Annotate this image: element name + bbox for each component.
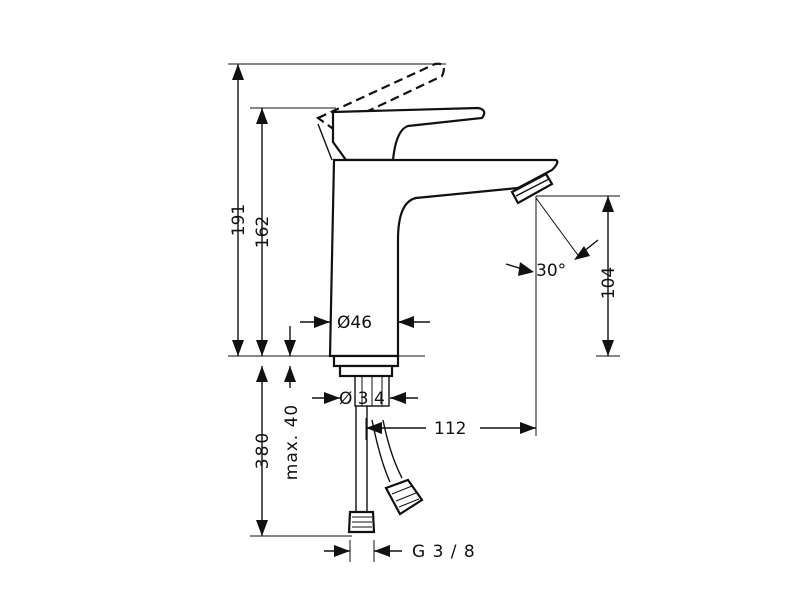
aerator-line [515, 178, 550, 197]
dim-380: 380 [253, 366, 273, 536]
label-30deg: 30° [536, 261, 566, 281]
lever-link [317, 123, 333, 161]
faucet-housing [328, 158, 559, 358]
lever [331, 106, 486, 162]
label-112: 112 [434, 419, 466, 439]
mounting-nut [338, 364, 394, 378]
hose-right-fitting [384, 478, 424, 516]
dim-104: 104 [599, 196, 619, 356]
hose-left [355, 406, 368, 512]
dim-dia34: Ø 3 4 [312, 389, 418, 409]
dim-191: 191 [229, 64, 249, 356]
dim-162: 162 [253, 108, 273, 356]
label-104: 104 [599, 267, 619, 299]
extension-lines [228, 63, 620, 537]
label-191: 191 [229, 204, 249, 236]
faucet-body [315, 62, 559, 358]
dim-112: 112 [365, 418, 536, 440]
label-380: 380 [253, 431, 273, 469]
mounting-assembly [332, 354, 424, 534]
label-dia46: Ø46 [337, 313, 372, 333]
label-162: 162 [253, 216, 273, 248]
label-dia34: Ø 3 4 [339, 389, 385, 409]
dim-g38: G 3 / 8 [324, 540, 476, 562]
dim-angle: 30° [505, 239, 599, 281]
mounting-plate [332, 354, 400, 368]
dim-dia46: Ø46 [300, 313, 430, 333]
dim-max40: max. 40 [282, 326, 302, 480]
label-g38: G 3 / 8 [412, 542, 476, 562]
label-max40: max. 40 [282, 404, 302, 480]
